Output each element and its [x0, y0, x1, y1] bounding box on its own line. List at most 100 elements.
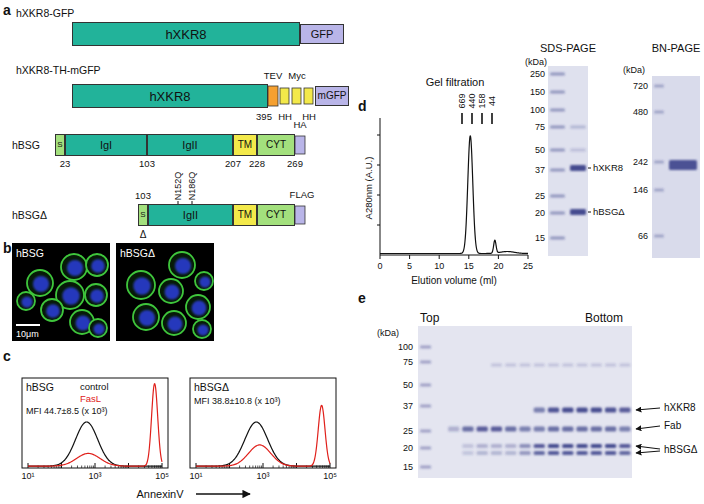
figure-label: AnnexinV — [136, 489, 183, 500]
xkr8-band — [548, 408, 559, 413]
figure-label: 5 — [407, 262, 412, 271]
cell-nucleus — [33, 276, 49, 292]
figure-label: 440 — [468, 93, 477, 108]
figure-label: 15 — [464, 262, 474, 271]
figure-label: hBSGΔ — [194, 382, 229, 393]
cell-nucleus — [192, 301, 207, 316]
axis-tick — [528, 255, 529, 259]
xkr8-band — [605, 408, 616, 413]
figure-label: Myc — [288, 71, 305, 81]
ladder-band — [550, 73, 565, 76]
axis-tick — [330, 463, 331, 468]
cell-membrane — [41, 299, 63, 321]
domain-box: S — [138, 204, 148, 226]
faint-band — [548, 364, 559, 367]
pointer-arrow — [636, 451, 660, 453]
axis-arrow — [196, 493, 250, 494]
figure-label: 0 — [377, 262, 382, 271]
axis-minor-tick — [239, 466, 240, 469]
figure-label: hXKR8-TH-mGFP — [16, 65, 101, 76]
domain-box: hXKR8 — [72, 84, 268, 108]
marker-tick — [481, 113, 483, 124]
bsg-band — [477, 451, 488, 455]
figure-label: hXKR8 — [664, 403, 696, 413]
figure-label: 23 — [60, 159, 71, 169]
fasl-histogram — [196, 405, 330, 466]
figure-label: 50 — [403, 381, 413, 390]
figure-label: 25 — [535, 192, 545, 201]
figure-label: 269 — [287, 159, 303, 169]
faint-band — [505, 364, 516, 367]
figure-label: FasL — [80, 394, 101, 404]
figure-label: N186Q — [188, 172, 197, 201]
cell-membrane — [169, 252, 195, 278]
axis-minor-tick — [283, 466, 284, 469]
domain-box: TM — [233, 204, 257, 226]
ladder-band — [654, 189, 664, 192]
illustration-group — [12, 66, 700, 494]
figure-label: FLAG — [290, 190, 315, 200]
bsg-band — [462, 451, 473, 455]
figure-label: Δ — [140, 230, 147, 240]
fab-band — [605, 427, 616, 432]
fab-band — [548, 427, 559, 432]
bsg-band — [576, 444, 587, 448]
cell-nucleus — [199, 276, 210, 287]
domain-label: mGFP — [318, 91, 347, 101]
xkr8-band — [576, 408, 587, 413]
ladder-band — [550, 126, 565, 129]
bsg-band — [605, 444, 616, 448]
domain-box: TM — [233, 134, 257, 156]
figure-label: (kDa) — [525, 58, 547, 67]
domain-label: TM — [238, 210, 252, 220]
figure-label: SDS-PAGE — [540, 43, 596, 54]
figure-label: 207 — [225, 159, 241, 169]
cell-nucleus — [197, 324, 208, 335]
domain-box: mGFP — [315, 86, 349, 106]
faint-band — [591, 364, 602, 367]
faint-band — [605, 364, 616, 367]
cell-membrane — [17, 292, 35, 310]
ladder-band — [550, 109, 565, 112]
domain-box: IgI — [65, 134, 147, 156]
protein-band — [570, 126, 586, 129]
bsg-band — [505, 451, 516, 455]
bsg-band — [605, 451, 616, 455]
figure-label: A280nm (A.U.) — [364, 157, 374, 220]
axis-tick — [95, 463, 96, 468]
fasl-histogram — [28, 384, 162, 467]
axis-minor-tick — [91, 466, 92, 469]
fab-band — [505, 427, 516, 432]
figure-label: 480 — [633, 108, 648, 117]
xkr8-band — [619, 408, 630, 413]
axis-minor-tick — [261, 466, 262, 469]
cell-nucleus — [175, 258, 191, 274]
cell-nucleus — [67, 260, 83, 276]
figure-label: 15 — [535, 234, 545, 243]
axis-tick — [263, 463, 264, 468]
pointer-arrow — [636, 426, 660, 429]
axis-tick — [377, 195, 380, 196]
cell-membrane — [89, 319, 107, 337]
cell-membrane — [127, 271, 155, 299]
fab-band — [448, 427, 459, 432]
domain-box: IgII — [148, 204, 233, 226]
xkr8-band — [591, 408, 602, 413]
figure-label: hBSG — [26, 382, 54, 393]
bsg-band — [548, 444, 559, 448]
figure-label: 37 — [403, 402, 413, 411]
bsg-band — [519, 451, 530, 455]
domain-label: IgI — [100, 140, 112, 151]
cell-membrane — [27, 270, 53, 296]
bsg-band — [591, 444, 602, 448]
domain-label: TM — [238, 140, 252, 150]
domain-box: S — [55, 134, 65, 156]
figure-label: N152Q — [174, 172, 183, 201]
figure-label: 75 — [403, 358, 413, 367]
fab-band — [562, 427, 573, 432]
domain-label: IgII — [183, 210, 198, 221]
domain-box: CYT — [257, 204, 295, 226]
ladder-band — [654, 235, 664, 238]
figure-label: 10μm — [16, 330, 39, 339]
axis-minor-tick — [71, 466, 72, 469]
